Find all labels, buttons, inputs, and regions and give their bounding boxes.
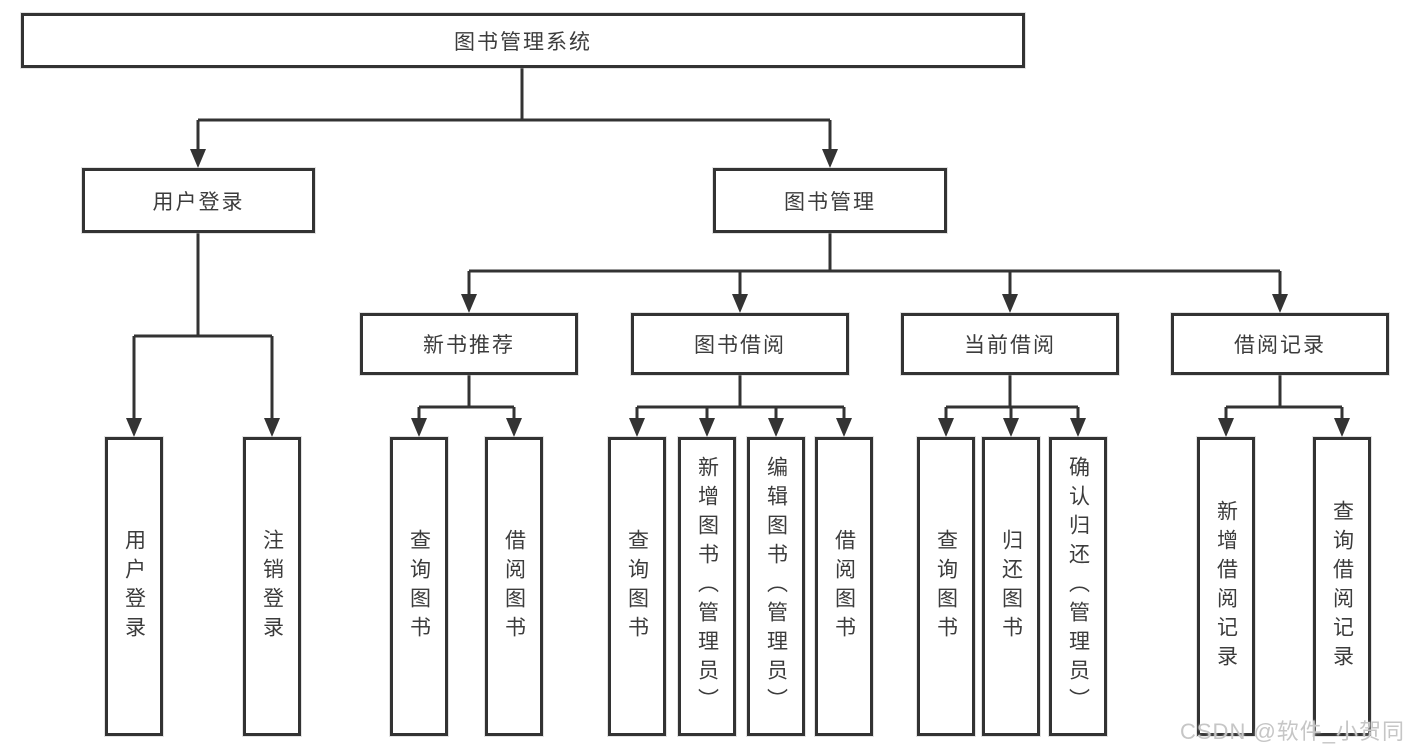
leaf-label: 查询图书 <box>934 528 958 645</box>
node-current-borrowing: 当前借阅 <box>901 313 1119 375</box>
arrowhead <box>1003 418 1019 437</box>
leaf-current-return-books: 归还图书 <box>982 437 1040 736</box>
node-root: 图书管理系统 <box>21 13 1025 68</box>
leaf-records-add-borrow-record: 新增借阅记录 <box>1197 437 1255 736</box>
leaf-label: 查询图书 <box>407 528 431 645</box>
arrowhead <box>699 418 715 437</box>
leaf-borrowing-edit-books-admin: 编辑图书（管理员） <box>747 437 805 736</box>
node-book-borrowing: 图书借阅 <box>631 313 849 375</box>
csdn-watermark: CSDN @软件_小贺同学 <box>1180 719 1405 744</box>
leaf-label: 新增图书（管理员） <box>695 456 719 717</box>
leaf-label: 借阅图书 <box>502 528 526 645</box>
leaf-newbook-borrow-books: 借阅图书 <box>485 437 543 736</box>
leaf-label: 注销登录 <box>260 528 284 645</box>
arrowhead <box>506 418 522 437</box>
leaf-borrowing-add-books-admin: 新增图书（管理员） <box>678 437 736 736</box>
arrowhead <box>629 418 645 437</box>
leaf-borrowing-query-books: 查询图书 <box>608 437 666 736</box>
arrowhead <box>732 294 748 313</box>
leaf-label: 编辑图书（管理员） <box>764 456 788 717</box>
arrowhead <box>190 149 206 168</box>
leaf-label: 查询图书 <box>625 528 649 645</box>
node-user-login: 用户登录 <box>82 168 315 233</box>
arrowhead <box>1002 294 1018 313</box>
arrowhead <box>836 418 852 437</box>
leaf-user-login: 用户登录 <box>105 437 163 736</box>
leaf-label: 查询借阅记录 <box>1330 499 1354 674</box>
arrowhead <box>768 418 784 437</box>
leaf-records-query-borrow-record: 查询借阅记录 <box>1313 437 1371 736</box>
arrowhead <box>1070 418 1086 437</box>
arrowhead <box>1272 294 1288 313</box>
arrowhead <box>938 418 954 437</box>
leaf-current-confirm-return-admin: 确认归还（管理员） <box>1049 437 1107 736</box>
arrowhead <box>126 418 142 437</box>
leaf-label: 新增借阅记录 <box>1214 499 1238 674</box>
arrowhead <box>1218 418 1234 437</box>
leaf-label: 用户登录 <box>122 528 146 645</box>
node-label: 借阅记录 <box>1234 334 1326 357</box>
arrowhead <box>1334 418 1350 437</box>
node-label: 图书借阅 <box>694 334 786 357</box>
leaf-label: 借阅图书 <box>832 528 856 645</box>
leaf-label: 确认归还（管理员） <box>1066 456 1090 717</box>
leaf-label: 归还图书 <box>999 528 1023 645</box>
node-label: 当前借阅 <box>964 334 1056 357</box>
arrowhead <box>264 418 280 437</box>
arrowhead <box>461 294 477 313</box>
node-label: 新书推荐 <box>423 334 515 357</box>
node-new-book-recommendation: 新书推荐 <box>360 313 578 375</box>
node-label: 图书管理 <box>784 190 876 214</box>
node-label: 用户登录 <box>152 190 245 214</box>
leaf-logout: 注销登录 <box>243 437 301 736</box>
leaf-newbook-query-books: 查询图书 <box>390 437 448 736</box>
arrowhead <box>822 149 838 168</box>
leaf-current-query-books: 查询图书 <box>917 437 975 736</box>
tree-edges <box>132 68 1344 421</box>
node-book-management: 图书管理 <box>713 168 947 233</box>
leaf-borrowing-borrow-books: 借阅图书 <box>815 437 873 736</box>
node-label: 图书管理系统 <box>454 30 592 54</box>
arrowhead <box>411 418 427 437</box>
node-borrowing-records: 借阅记录 <box>1171 313 1389 375</box>
